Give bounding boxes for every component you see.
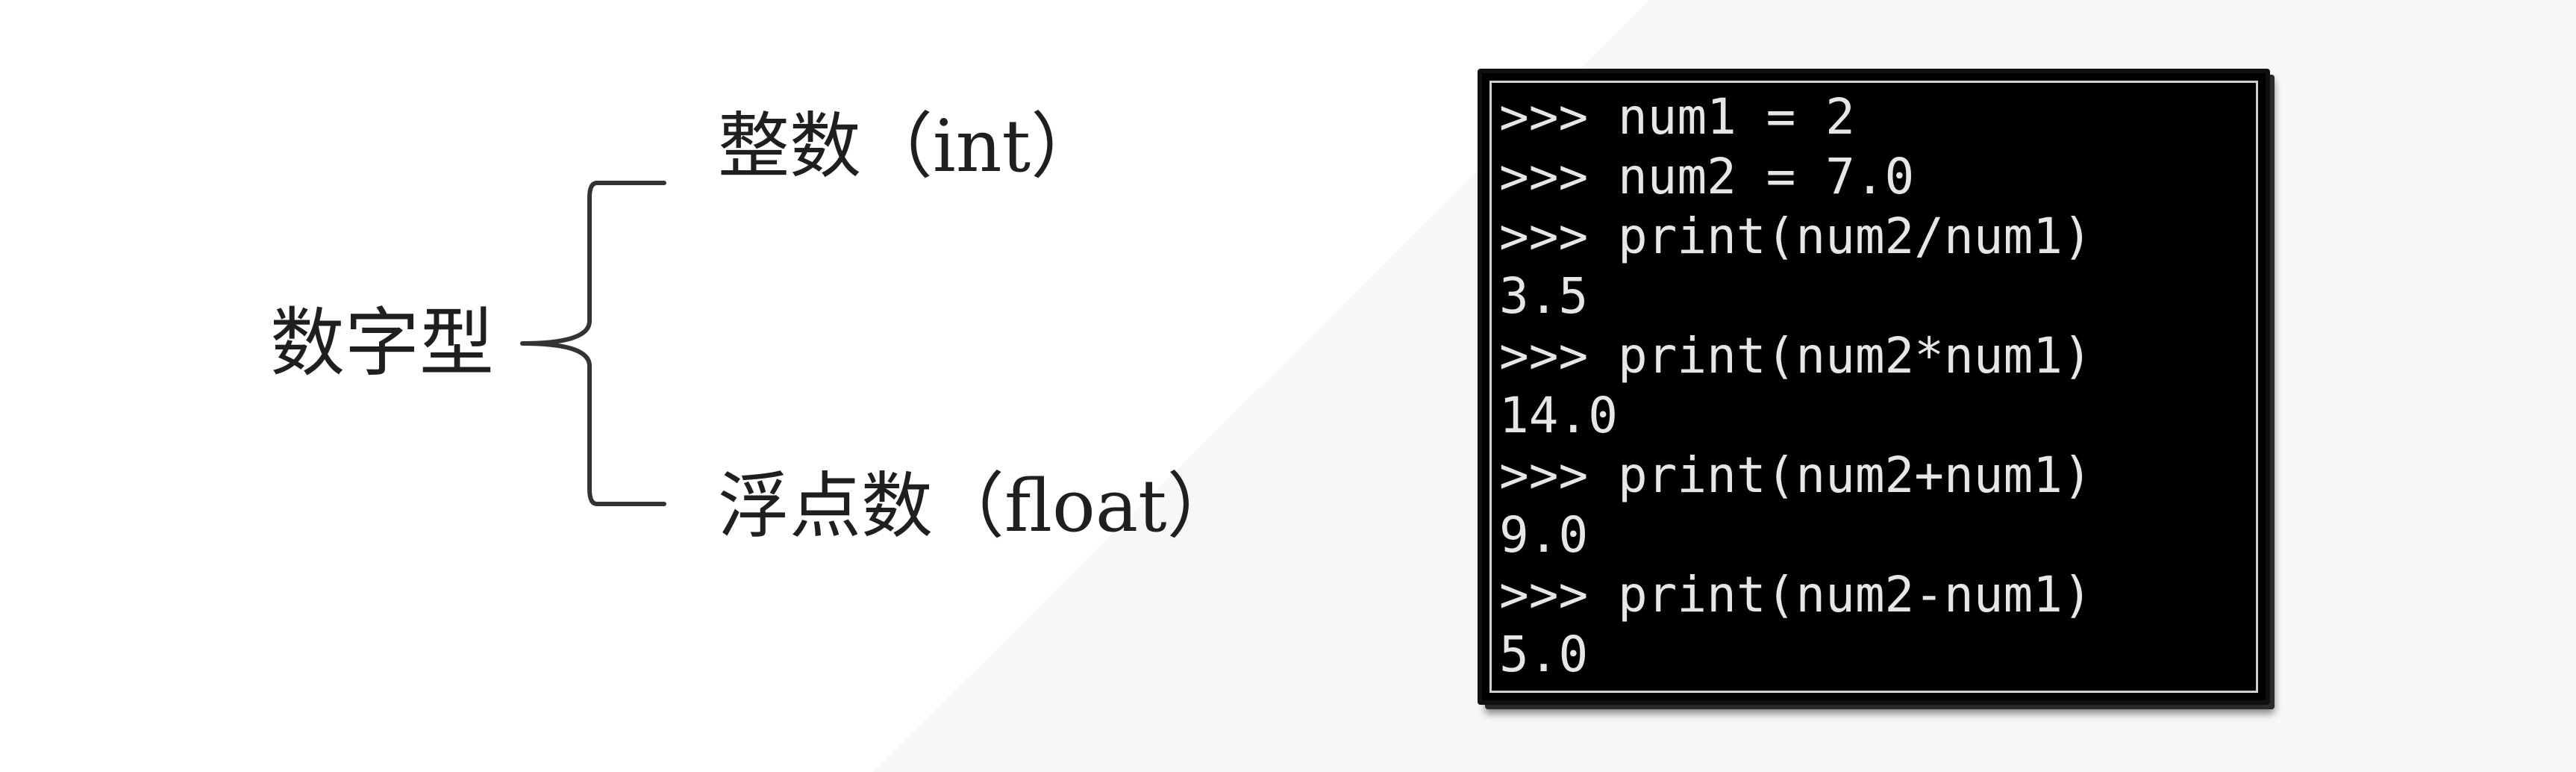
- terminal-line: >>> print(num2-num1): [1499, 566, 2092, 623]
- terminal-line: >>> num1 = 2: [1499, 88, 1855, 146]
- terminal-line: >>> print(num2*num1): [1499, 327, 2092, 385]
- terminal-output-line: 3.5: [1499, 267, 1589, 325]
- terminal-window: >>> num1 = 2 >>> num2 = 7.0 >>> print(nu…: [1478, 69, 2270, 705]
- terminal-output-line: 5.0: [1499, 626, 1589, 683]
- terminal-output-line: 14.0: [1499, 387, 1618, 444]
- terminal-content: >>> num1 = 2 >>> num2 = 7.0 >>> print(nu…: [1489, 81, 2258, 693]
- terminal-output-line: 9.0: [1499, 506, 1589, 564]
- terminal-line: >>> print(num2+num1): [1499, 446, 2092, 504]
- terminal-line: >>> num2 = 7.0: [1499, 148, 1915, 205]
- terminal-line: >>> print(num2/num1): [1499, 208, 2092, 265]
- branch-label-float: 浮点数（float）: [718, 464, 1239, 548]
- branch-label-int: 整数（int）: [718, 105, 1103, 188]
- curly-brace: [520, 181, 666, 506]
- root-label: 数字型: [270, 299, 494, 387]
